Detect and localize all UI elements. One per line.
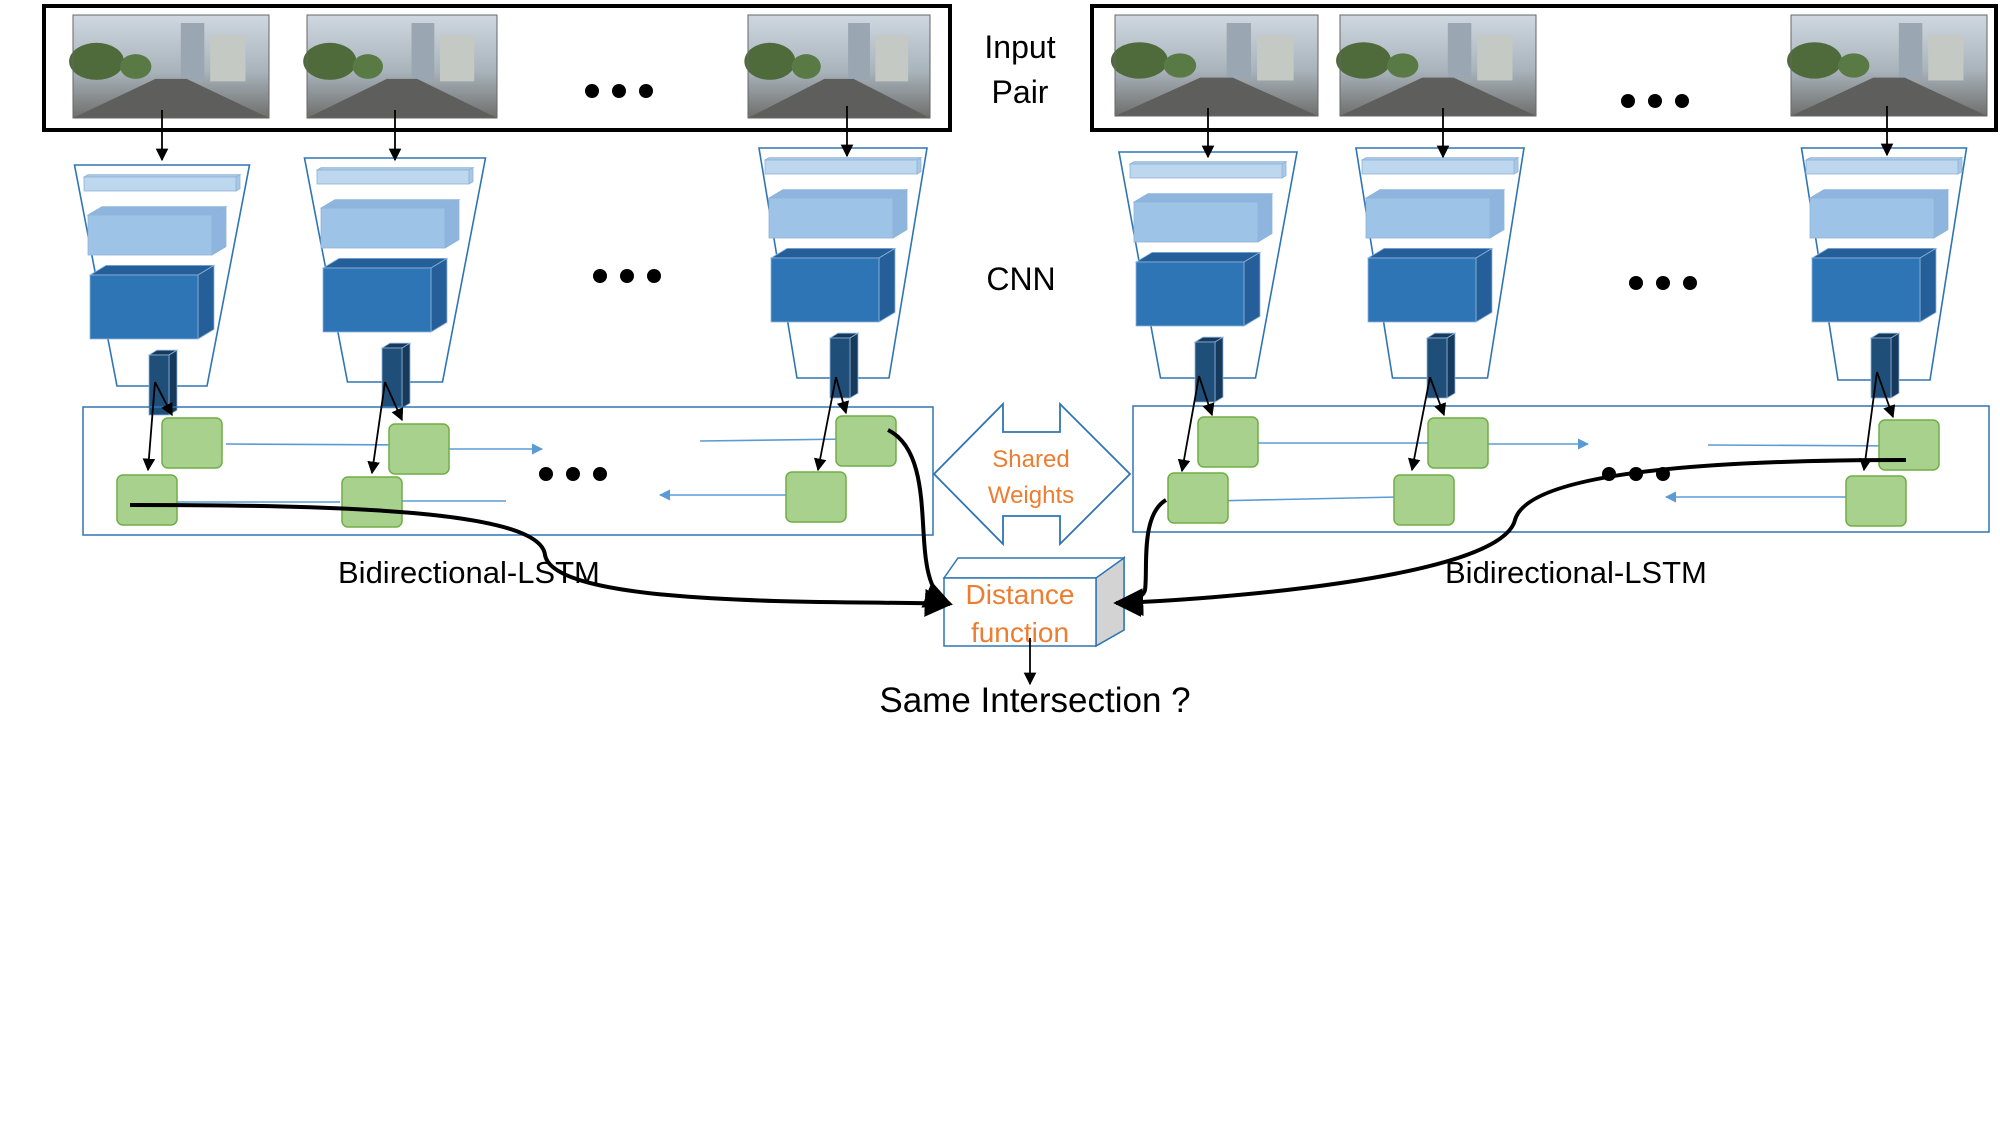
ellipsis-icon: [1629, 276, 1697, 290]
street-scene-thumbnail: [1110, 14, 1319, 117]
lstm-cell: [1393, 474, 1455, 526]
shared-weights-label-2: Weights: [988, 482, 1074, 509]
shared-weights-arrow: [932, 401, 1132, 547]
lstm-cell: [1197, 416, 1259, 468]
ellipsis-icon: [593, 269, 661, 283]
lstm-panel-a: [82, 406, 934, 536]
distance-function-box: [942, 555, 1126, 648]
input-pair-label: Input: [984, 29, 1055, 65]
lstm-cell: [1845, 475, 1907, 527]
input-sequence-a-frame: [42, 4, 952, 132]
ellipsis-icon: [1621, 94, 1689, 108]
cnn-block: [1800, 147, 1968, 399]
distance-function-label-2: function: [971, 617, 1069, 648]
lstm-cell: [1167, 472, 1229, 524]
lstm-cell: [1427, 417, 1489, 469]
same-intersection-question: Same Intersection ?: [879, 681, 1190, 720]
lstm-cell: [161, 417, 223, 469]
ellipsis-icon: [539, 467, 607, 481]
shared-weights-label: Shared: [992, 446, 1069, 473]
input-sequence-b-frame: [1090, 4, 1998, 132]
cnn-block: [1355, 147, 1525, 399]
input-pair-label-2: Pair: [992, 74, 1049, 110]
lstm-cell: [785, 471, 847, 523]
ellipsis-icon: [585, 84, 653, 98]
bidirectional-lstm-label-b: Bidirectional-LSTM: [1445, 555, 1707, 590]
lstm-cell: [116, 474, 178, 526]
lstm-cell: [388, 423, 450, 475]
cnn-block: [1118, 151, 1298, 403]
distance-function-label: Distance: [966, 579, 1075, 610]
street-scene-thumbnail: [1787, 14, 1988, 117]
lstm-cell: [1878, 419, 1940, 471]
lstm-cell: [835, 415, 897, 467]
street-scene-thumbnail: [303, 14, 498, 119]
cnn-label: CNN: [986, 261, 1055, 297]
cnn-block: [758, 147, 928, 399]
lstm-panel-b: [1132, 405, 1990, 533]
cnn-block: [73, 164, 251, 416]
cnn-block: [303, 157, 487, 409]
street-scene-thumbnail: [744, 14, 931, 119]
street-scene-thumbnail: [1336, 14, 1537, 117]
bidirectional-lstm-label-a: Bidirectional-LSTM: [338, 555, 600, 590]
lstm-cell: [341, 476, 403, 528]
street-scene-thumbnail: [69, 14, 270, 119]
